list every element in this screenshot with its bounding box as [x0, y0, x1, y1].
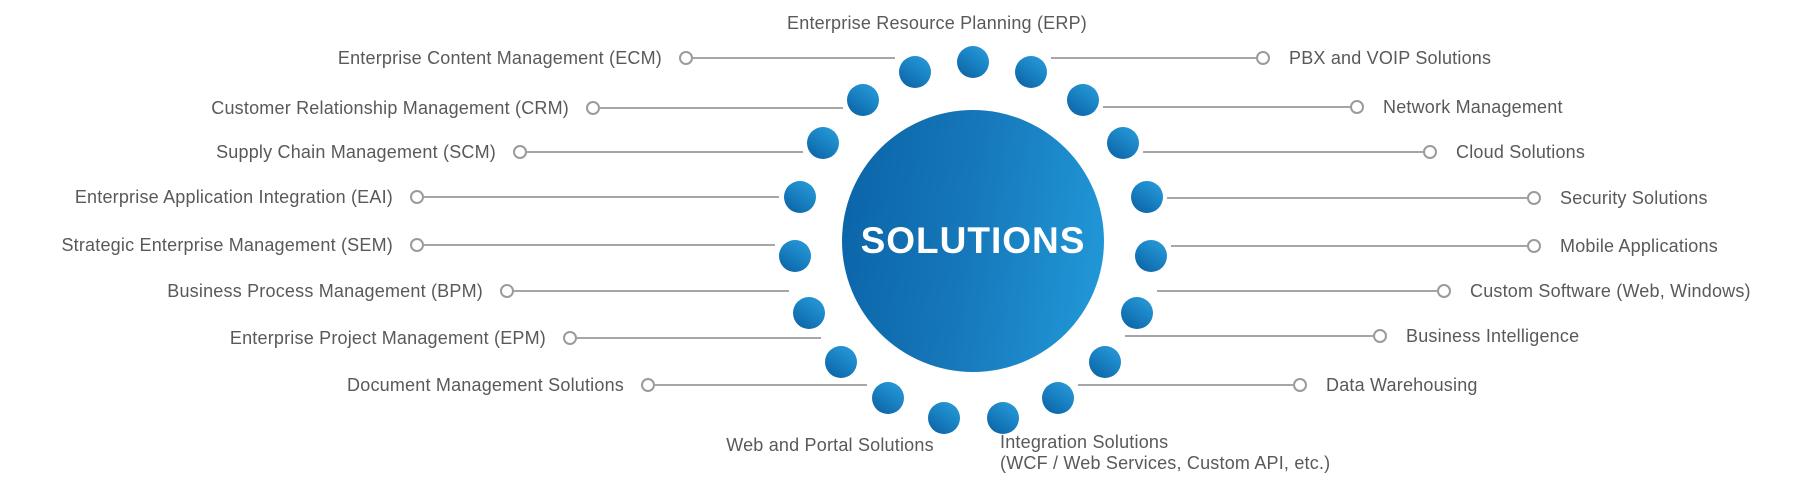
connector-endpoint-scm [513, 145, 527, 159]
connector-endpoint-sem [410, 238, 424, 252]
connector-endpoint-epm [563, 331, 577, 345]
connector-line-dms [655, 384, 867, 386]
label-data-warehousing: Data Warehousing [1326, 375, 1478, 395]
label-eai: Enterprise Application Integration (EAI) [74, 187, 393, 207]
label-sem: Strategic Enterprise Management (SEM) [61, 235, 393, 255]
ring-dot-dms [872, 382, 904, 414]
connector-line-ecm [693, 57, 895, 59]
connector-endpoint-crm [586, 101, 600, 115]
label-integration-line2: (WCF / Web Services, Custom API, etc.) [1000, 453, 1331, 473]
solutions-center-circle: SOLUTIONS [842, 110, 1104, 372]
label-business-intelligence: Business Intelligence [1406, 326, 1580, 346]
connector-endpoint-dms [641, 378, 655, 392]
ring-dot-crm [847, 84, 879, 116]
label-epm: Enterprise Project Management (EPM) [229, 328, 546, 348]
label-dms: Document Management Solutions [347, 375, 624, 395]
connector-line-data-warehousing [1078, 384, 1293, 386]
connector-endpoint-network-management [1350, 100, 1364, 114]
label-mobile-applications: Mobile Applications [1560, 236, 1718, 256]
connector-line-security-solutions [1167, 197, 1527, 199]
ring-dot-integration [987, 402, 1019, 434]
ring-dot-cloud-solutions [1107, 127, 1139, 159]
connector-line-cloud-solutions [1143, 151, 1423, 153]
ring-dot-business-intelligence [1089, 346, 1121, 378]
ring-dot-ecm [899, 56, 931, 88]
label-crm: Customer Relationship Management (CRM) [211, 98, 569, 118]
ring-dot-network-management [1067, 84, 1099, 116]
ring-dot-custom-software [1121, 297, 1153, 329]
connector-endpoint-bpm [500, 284, 514, 298]
connector-endpoint-security-solutions [1527, 191, 1541, 205]
ring-dot-sem [779, 240, 811, 272]
label-integration: Integration Solutions (WCF / Web Service… [1000, 432, 1330, 474]
label-custom-software: Custom Software (Web, Windows) [1470, 281, 1751, 301]
ring-dot-epm [825, 346, 857, 378]
label-pbx-voip: PBX and VOIP Solutions [1289, 48, 1492, 68]
ring-dot-pbx-voip [1015, 56, 1047, 88]
connector-endpoint-mobile-applications [1527, 239, 1541, 253]
ring-dot-web-portal [928, 402, 960, 434]
connector-line-business-intelligence [1125, 335, 1373, 337]
connector-endpoint-ecm [679, 51, 693, 65]
label-ecm: Enterprise Content Management (ECM) [337, 48, 662, 68]
connector-line-eai [424, 196, 779, 198]
connector-endpoint-business-intelligence [1373, 329, 1387, 343]
connector-endpoint-cloud-solutions [1423, 145, 1437, 159]
connector-endpoint-eai [410, 190, 424, 204]
center-title: SOLUTIONS [860, 220, 1086, 261]
ring-dot-bpm [793, 297, 825, 329]
connector-line-sem [424, 244, 775, 246]
ring-dot-security-solutions [1131, 181, 1163, 213]
ring-dot-data-warehousing [1042, 382, 1074, 414]
ring-dot-erp [957, 46, 989, 78]
connector-line-epm [577, 337, 821, 339]
connector-line-mobile-applications [1171, 245, 1527, 247]
connector-line-pbx-voip [1051, 57, 1256, 59]
label-scm: Supply Chain Management (SCM) [216, 142, 496, 162]
connector-line-bpm [514, 290, 789, 292]
connector-endpoint-custom-software [1437, 284, 1451, 298]
label-erp: Enterprise Resource Planning (ERP) [787, 13, 1087, 33]
ring-dot-mobile-applications [1135, 240, 1167, 272]
label-cloud-solutions: Cloud Solutions [1456, 142, 1586, 162]
connector-line-network-management [1103, 106, 1350, 108]
ring-dot-eai [784, 181, 816, 213]
ring-dot-scm [807, 127, 839, 159]
label-bpm: Business Process Management (BPM) [167, 281, 483, 301]
label-network-management: Network Management [1383, 97, 1563, 117]
connector-line-custom-software [1157, 290, 1437, 292]
connector-endpoint-data-warehousing [1293, 378, 1307, 392]
label-security-solutions: Security Solutions [1560, 188, 1708, 208]
connector-line-scm [527, 151, 803, 153]
connector-line-crm [600, 107, 843, 109]
label-web-portal: Web and Portal Solutions [726, 435, 934, 455]
connector-endpoint-pbx-voip [1256, 51, 1270, 65]
label-integration-line1: Integration Solutions [1000, 432, 1169, 452]
